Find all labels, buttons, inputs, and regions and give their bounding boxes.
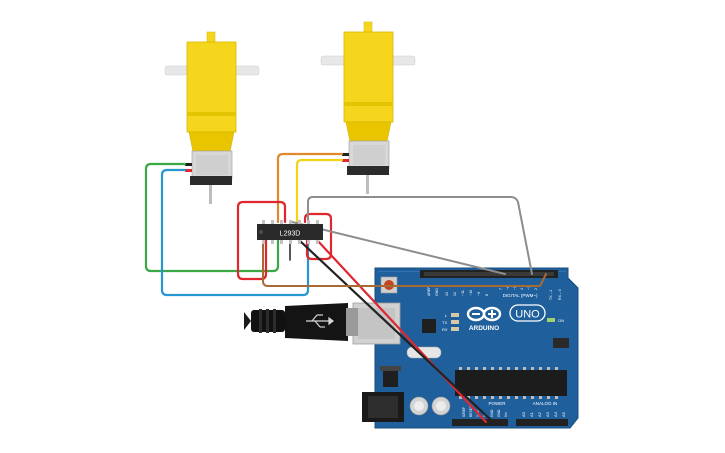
arduino-model-label: UNO	[515, 309, 540, 321]
pin-label: TX→1	[549, 290, 553, 300]
pin-label: A3	[545, 411, 550, 417]
gnd-pin-label: GND	[435, 288, 439, 296]
wire-gray-signal[interactable]	[291, 221, 506, 275]
usb-cable[interactable]	[244, 303, 358, 341]
digital-header-label: DIGITAL (PWM~)	[503, 293, 538, 298]
pin-label: 4	[520, 288, 524, 290]
pin-label: GND	[497, 409, 501, 417]
wire-gray-loop[interactable]	[307, 196, 533, 275]
wire-black-gnd[interactable]	[297, 238, 495, 424]
on-led-label: ON	[558, 318, 564, 323]
pin-label: A4	[553, 411, 558, 417]
wire-yellow[interactable]	[295, 158, 344, 224]
pin-label: A1	[529, 411, 534, 417]
pin-label: 12	[453, 292, 457, 296]
pin-label: ~5	[513, 286, 517, 290]
analog-header-label: ANALOG IN	[533, 401, 558, 406]
pin-label: ~9	[477, 292, 481, 296]
tx-led-label: TX	[442, 320, 447, 325]
l-led-label: L	[445, 313, 448, 318]
arduino-brand-label: ARDUINO	[469, 325, 499, 332]
pin-label: A0	[521, 411, 526, 417]
pin-label: ~6	[506, 286, 510, 290]
rx-led-label: RX	[442, 327, 448, 332]
pin-label: RX←0	[558, 289, 562, 300]
pin-label: ~11	[461, 290, 465, 296]
pin-label: IOREF	[462, 407, 466, 417]
dc-motor-left[interactable]	[164, 31, 260, 204]
wires[interactable]	[144, 152, 547, 424]
pin-label: 7	[499, 288, 503, 290]
power-header-label: POWER	[488, 401, 506, 406]
usb-icon	[306, 314, 334, 328]
l293d-driver-chip[interactable]: L293D	[257, 220, 323, 244]
pin-label: 2	[534, 288, 538, 290]
pin-label: ~10	[469, 290, 473, 296]
arduino-logo-icon	[466, 306, 502, 322]
pin-label: A2	[537, 411, 542, 417]
wire-red-5v[interactable]	[315, 238, 488, 424]
dc-motor-right[interactable]	[320, 21, 416, 194]
pin-label: 8	[485, 294, 489, 296]
pin-label: Vin	[504, 412, 508, 417]
wire-green[interactable]	[144, 162, 280, 273]
analog-pin-labels: A0 A1 A2 A3 A4 A5	[521, 411, 566, 417]
pin-label: A5	[561, 411, 566, 417]
wire-orange[interactable]	[276, 152, 344, 224]
digital-pin-labels: 13 12 ~11 ~10 ~9 8 7 ~6 ~5 4 ~3 2 TX→1 R…	[445, 286, 562, 300]
wire-blue[interactable]	[160, 168, 310, 297]
aref-pin-label: AREF	[427, 286, 431, 296]
driver-chip-label: L293D	[280, 231, 301, 238]
pin-label: 13	[445, 292, 449, 296]
arduino-uno-board[interactable]: UNO ARDUINO ON L TX RX DIGITAL (PWM~) PO…	[352, 267, 579, 429]
pin-label: ~3	[527, 286, 531, 290]
pin-label: RESET	[469, 406, 473, 417]
wire-brown-signal[interactable]	[262, 239, 547, 287]
pin-label: GND	[490, 409, 494, 417]
